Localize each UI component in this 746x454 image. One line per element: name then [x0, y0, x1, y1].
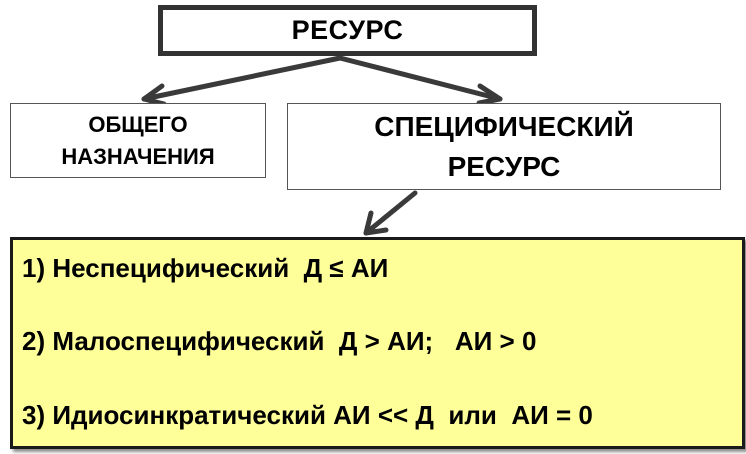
arrow-specific-to-types — [363, 190, 418, 236]
arrowhead-general — [141, 83, 167, 107]
root-resource-box: РЕСУРС — [158, 5, 537, 56]
specific-resource-box: СПЕЦИФИЧЕСКИЙ РЕСУРС — [287, 103, 721, 190]
arrow-root-to-specific — [337, 55, 503, 102]
specific-resource-line-2: РЕСУРС — [447, 150, 561, 182]
general-purpose-box: ОБЩЕГО НАЗНАЧЕНИЯ — [10, 103, 266, 178]
general-purpose-line-2: НАЗНАЧЕНИЯ — [61, 143, 215, 169]
arrow-root-to-general — [141, 55, 343, 102]
specific-resource-line-1: СПЕЦИФИЧЕСКИЙ — [374, 110, 634, 142]
resource-type-item: 2) Малоспецифический Д > АИ; АИ > 0 — [22, 326, 537, 356]
arrowhead-specific — [476, 83, 503, 106]
resource-types-box: 1) Неспецифический Д ≤ АИ 2) Малоспецифи… — [10, 237, 745, 449]
arrowhead-types — [363, 210, 389, 236]
root-resource-label: РЕСУРС — [291, 15, 404, 45]
general-purpose-line-1: ОБЩЕГО — [88, 111, 188, 137]
resource-type-item: 3) Идиосинкратический АИ << Д или АИ = 0 — [22, 400, 593, 430]
resource-type-item: 1) Неспецифический Д ≤ АИ — [22, 253, 389, 283]
